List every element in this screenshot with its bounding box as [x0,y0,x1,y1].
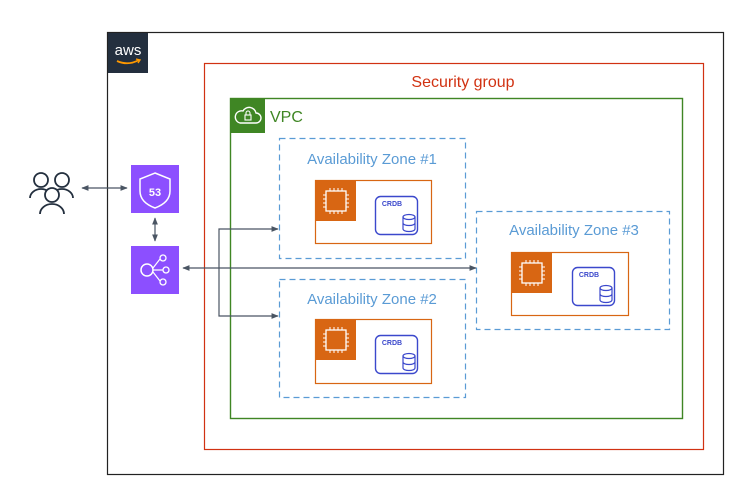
az-2-label: Availability Zone #2 [307,291,437,308]
security-group-label: Security group [411,74,514,91]
database-icon: CRDB [374,334,419,375]
route53-shield-icon: 53 [131,165,179,213]
users-group-icon [29,172,74,215]
vpc-label: VPC [270,109,303,126]
connectors [81,185,477,319]
ec2-instance-box-1 [314,179,433,245]
aws-logo: aws [108,33,148,73]
crdb-label-1: CRDB [382,201,402,208]
availability-zone-1: Availability Zone #1 CRDB [278,137,467,260]
ec2-instance-box-3 [510,251,630,317]
arrow-lb-az1 [218,226,279,268]
ec2-instance-box-2 [314,318,433,385]
az-1-label: Availability Zone #1 [307,151,437,168]
az-3-label: Availability Zone #3 [509,222,639,239]
aws-logo-text: aws [115,42,142,59]
cloud-lock-icon [231,99,265,133]
crdb-label-3: CRDB [579,272,599,279]
aws-cloud-boundary [106,31,725,476]
load-balancer-icon [131,246,179,294]
availability-zone-2: Availability Zone #2 CRDB [278,278,467,399]
vpc-boundary [229,97,684,420]
chip-icon [316,320,356,360]
chip-icon [316,181,356,221]
database-icon: CRDB [374,195,419,236]
route53-label: 53 [149,187,161,199]
crdb-label-2: CRDB [382,340,402,347]
database-icon: CRDB [571,266,616,307]
availability-zone-3: Availability Zone #3 CRDB [475,210,671,331]
chip-icon [512,253,552,293]
arrow-lb-az2 [218,268,279,319]
security-group-boundary [203,62,705,451]
